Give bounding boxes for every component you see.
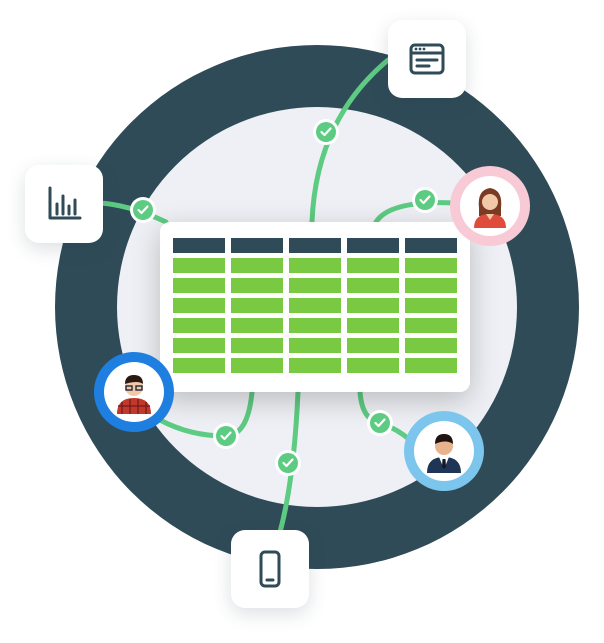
- table-cell: [289, 338, 341, 353]
- table-cell: [405, 358, 457, 373]
- connector-woman: [373, 200, 458, 225]
- table-cell: [289, 258, 341, 273]
- table-cell: [289, 318, 341, 333]
- face: [482, 194, 498, 210]
- table-card: [160, 222, 470, 392]
- hair: [125, 375, 143, 384]
- table-header-cell: [347, 238, 399, 253]
- table-cell: [231, 318, 283, 333]
- table-cell: [405, 258, 457, 273]
- man-suit-avatar[interactable]: [404, 411, 484, 491]
- table-cell: [231, 258, 283, 273]
- table-header-cell: [173, 238, 225, 253]
- table-cell: [173, 318, 225, 333]
- tie: [442, 459, 446, 469]
- table-cell: [347, 278, 399, 293]
- browser-window-icon: [409, 43, 445, 75]
- hair: [435, 434, 453, 444]
- mobile-phone-icon: [259, 550, 281, 588]
- table-cell: [289, 278, 341, 293]
- table-cell: [173, 338, 225, 353]
- checkmark-icon: [130, 197, 156, 223]
- plaid-pattern: [118, 399, 150, 414]
- table-header-cell: [405, 238, 457, 253]
- analytics-chart-tile[interactable]: [25, 165, 103, 243]
- analytics-chart-icon: [48, 186, 82, 220]
- table-cell: [231, 358, 283, 373]
- checkmark-icon: [313, 119, 339, 145]
- checkmark-icon: [213, 423, 239, 449]
- torso: [474, 214, 506, 228]
- table-header-cell: [231, 238, 283, 253]
- man-plaid-avatar[interactable]: [94, 352, 174, 432]
- mobile-phone-tile[interactable]: [231, 530, 309, 608]
- table-grid: [173, 238, 457, 373]
- table-header-cell: [289, 238, 341, 253]
- woman-avatar[interactable]: [450, 166, 530, 246]
- table-cell: [289, 298, 341, 313]
- checkmark-icon: [275, 450, 301, 476]
- table-cell: [405, 338, 457, 353]
- table-cell: [405, 298, 457, 313]
- glasses-right: [135, 385, 143, 391]
- table-cell: [173, 258, 225, 273]
- glasses-left: [125, 385, 133, 391]
- table-cell: [347, 258, 399, 273]
- table-cell: [347, 338, 399, 353]
- checkmark-icon: [367, 410, 393, 436]
- table-cell: [231, 278, 283, 293]
- collar: [486, 214, 494, 220]
- table-cell: [405, 318, 457, 333]
- table-cell: [347, 358, 399, 373]
- table-cell: [173, 278, 225, 293]
- table-cell: [289, 358, 341, 373]
- table-cell: [347, 318, 399, 333]
- browser-window-tile[interactable]: [388, 20, 466, 98]
- table-cell: [173, 298, 225, 313]
- table-cell: [173, 358, 225, 373]
- table-cell: [347, 298, 399, 313]
- table-cell: [405, 278, 457, 293]
- table-cell: [231, 298, 283, 313]
- checkmarks: [130, 119, 438, 476]
- checkmark-icon: [412, 187, 438, 213]
- table-cell: [231, 338, 283, 353]
